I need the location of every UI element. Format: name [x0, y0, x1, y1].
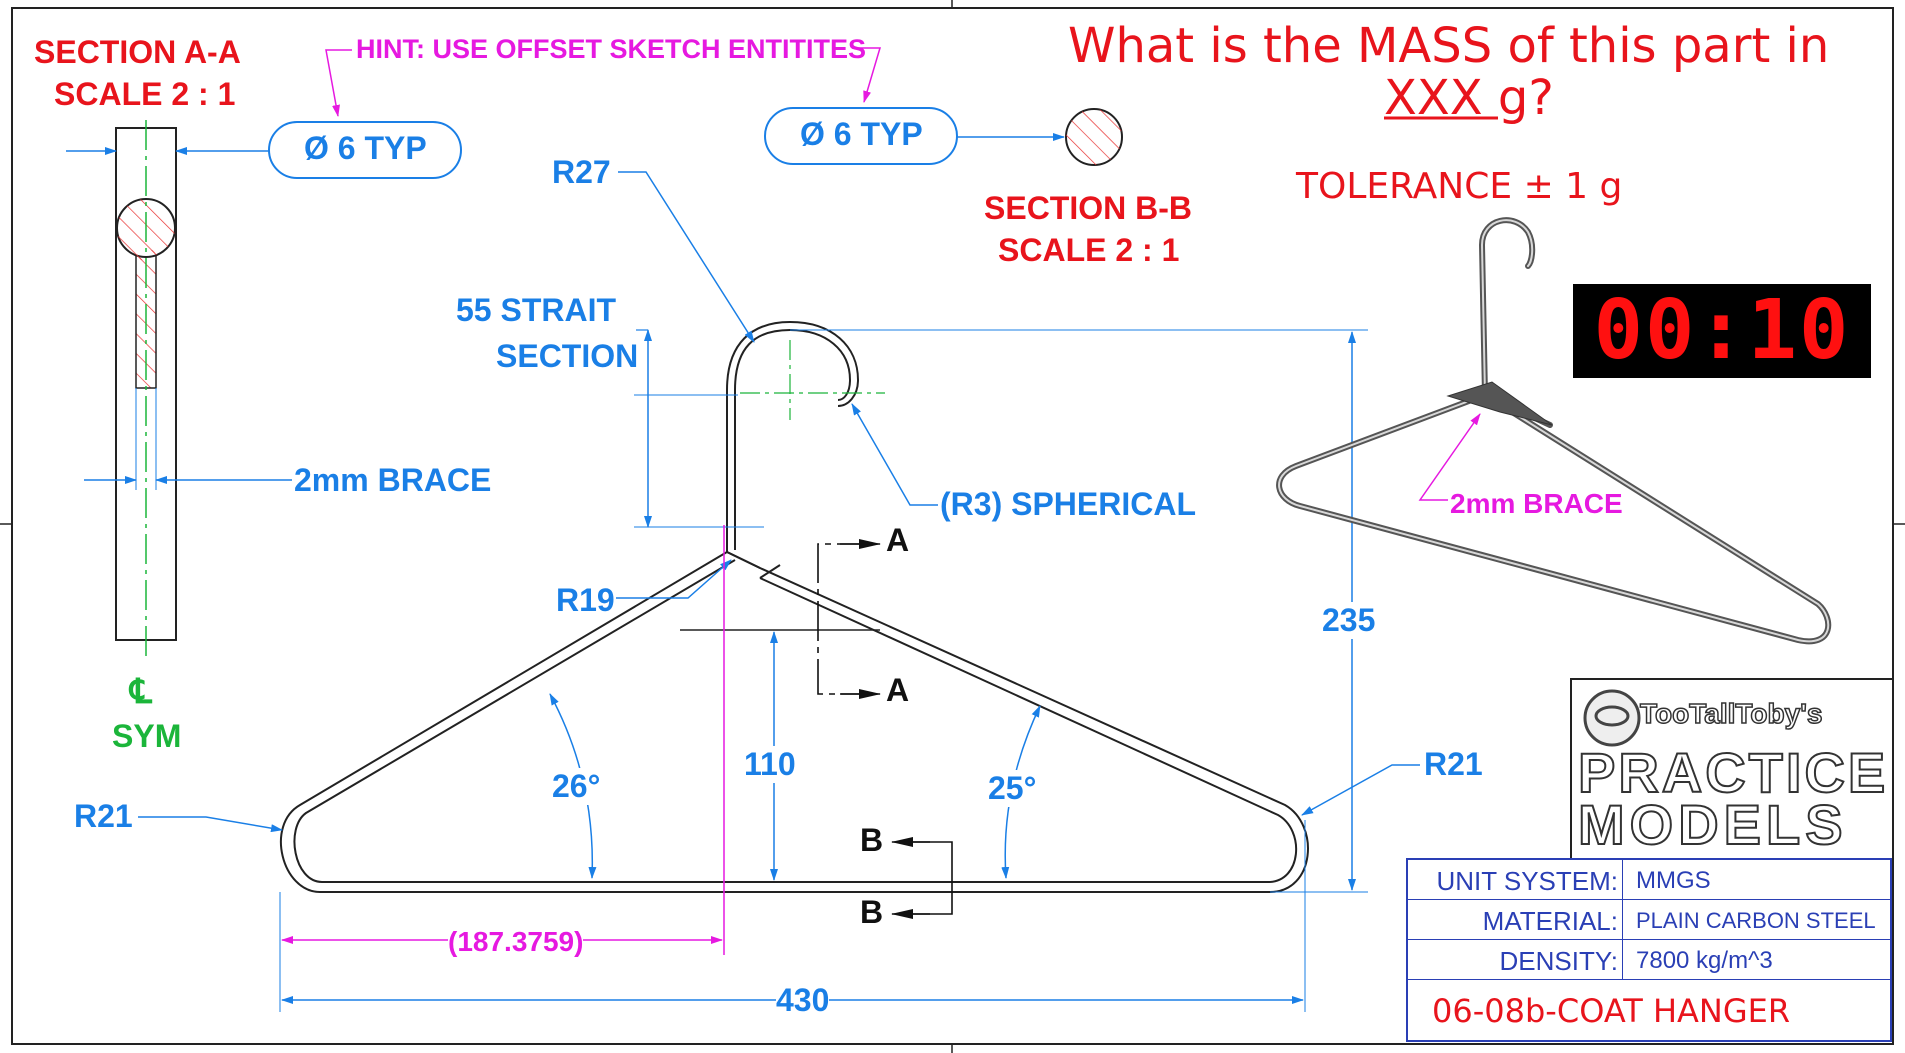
- dim-brace-left: 2mm BRACE: [294, 462, 492, 498]
- dim-110: 110: [744, 746, 796, 783]
- density-value: 7800 kg/m^3: [1636, 947, 1773, 974]
- dia-typ-right: Ø 6 TYP: [800, 116, 923, 152]
- logo-line2: PRACTICE: [1577, 740, 1889, 805]
- section-marker-b-top: B: [860, 822, 884, 858]
- dim-r27: R27: [552, 154, 611, 190]
- hanger-front-view: [279, 320, 1309, 893]
- hint-text: HINT: USE OFFSET SKETCH ENTITITES: [356, 34, 867, 64]
- title-block: UNIT SYSTEM: MMGS MATERIAL: PLAIN CARBON…: [1406, 858, 1892, 1042]
- dia-typ-left: Ø 6 TYP: [304, 130, 427, 166]
- material-value: PLAIN CARBON STEEL: [1636, 908, 1876, 933]
- part-name: 06-08b-COAT HANGER: [1432, 992, 1791, 1030]
- section-marker-a-bottom: A: [886, 672, 910, 708]
- logo-line3: MODELS: [1577, 792, 1848, 857]
- section-aa-title: SECTION A-A: [34, 34, 241, 70]
- dim-r19: R19: [556, 582, 615, 618]
- dim-strait-line2: SECTION: [496, 338, 639, 374]
- material-label: MATERIAL:: [1482, 906, 1618, 936]
- unit-system-label: UNIT SYSTEM:: [1436, 866, 1618, 896]
- centerline-symbol: ℄: [130, 673, 152, 711]
- dim-angle-25: 25°: [988, 770, 1037, 807]
- question-xxx: XXX: [1384, 70, 1483, 126]
- question-line2: XXX g?: [1384, 70, 1554, 126]
- dia-typ-right-bubble: [764, 107, 958, 165]
- section-aa-view: [66, 120, 292, 660]
- logo-line1: TooTallToby's: [1639, 697, 1823, 730]
- title-row-density: DENSITY: 7800 kg/m^3: [1408, 940, 1890, 980]
- dia-typ-left-bubble: [268, 121, 462, 179]
- dim-r21-left: R21: [74, 798, 133, 834]
- tootalltoby-logo: TooTallToby's PRACTICE MODELS: [1570, 678, 1892, 858]
- question-unit: g?: [1482, 70, 1554, 126]
- dim-angle-26: 26°: [552, 768, 601, 805]
- question-line1: What is the MASS of this part in: [1068, 18, 1830, 74]
- brace-iso-label: 2mm BRACE: [1450, 488, 1623, 519]
- tolerance-text: TOLERANCE ± 1 g: [1296, 166, 1623, 207]
- density-label: DENSITY:: [1499, 946, 1618, 976]
- dim-r21-right: R21: [1424, 746, 1483, 782]
- section-bb-scale: SCALE 2 : 1: [998, 232, 1180, 268]
- logo-emblem-icon: [1583, 689, 1641, 747]
- dim-235: 235: [1322, 602, 1376, 639]
- title-row-material: MATERIAL: PLAIN CARBON STEEL: [1408, 900, 1890, 940]
- section-marker-a-top: A: [886, 522, 910, 558]
- unit-system-value: MMGS: [1636, 867, 1711, 894]
- section-marker-b-bottom: B: [860, 894, 884, 930]
- dim-ref-187: (187.3759): [448, 926, 584, 958]
- section-bb-title: SECTION B-B: [984, 190, 1192, 226]
- dim-strait-line1: 55 STRAIT: [456, 292, 617, 328]
- brace-iso: [1446, 381, 1553, 426]
- countdown-timer: 00:10: [1573, 284, 1871, 378]
- timer-value: 00:10: [1593, 283, 1851, 378]
- dim-r3: (R3) SPHERICAL: [940, 486, 1197, 522]
- sym-label: SYM: [112, 718, 182, 754]
- title-row-unit: UNIT SYSTEM: MMGS: [1408, 860, 1890, 900]
- dim-430: 430: [776, 982, 830, 1019]
- section-aa-scale: SCALE 2 : 1: [54, 76, 236, 112]
- section-bb-view: [956, 108, 1123, 166]
